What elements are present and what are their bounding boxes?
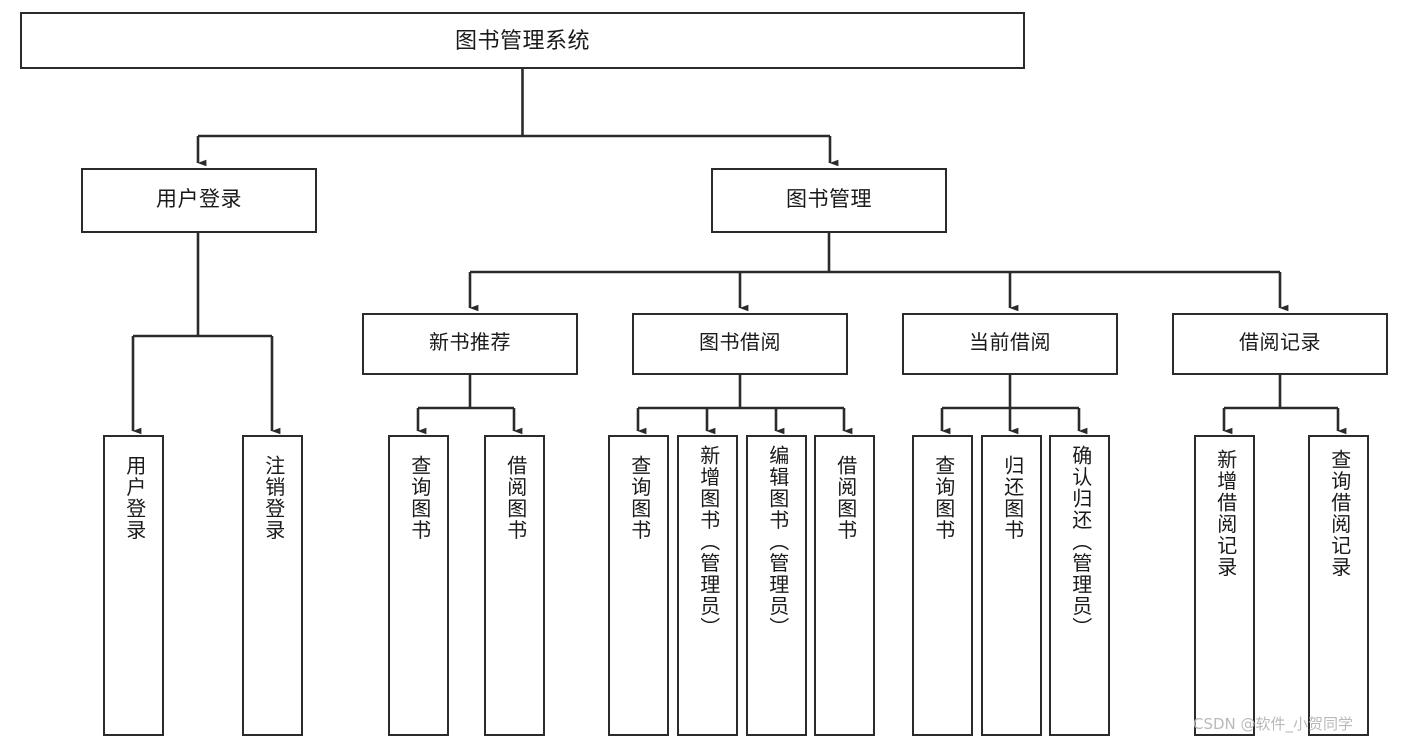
node-leaf-add-book[interactable]: 新增图书（管理员） bbox=[677, 435, 738, 736]
node-new-book-recommend[interactable]: 新书推荐 bbox=[362, 313, 578, 375]
node-leaf-query-book-3-label: 查询图书 bbox=[931, 455, 954, 541]
node-leaf-return-book-label: 归还图书 bbox=[1000, 455, 1023, 541]
node-leaf-add-book-label: 新增图书（管理员） bbox=[696, 445, 719, 639]
node-leaf-borrow-book-1-label: 借阅图书 bbox=[503, 455, 526, 541]
node-user-login-label: 用户登录 bbox=[156, 188, 242, 212]
node-leaf-query-book-1-label: 查询图书 bbox=[407, 455, 430, 541]
node-book-manage-label: 图书管理 bbox=[786, 188, 872, 212]
node-leaf-logout-login-label: 注销登录 bbox=[261, 455, 284, 541]
node-leaf-borrow-book-2[interactable]: 借阅图书 bbox=[814, 435, 875, 736]
node-root[interactable]: 图书管理系统 bbox=[20, 12, 1025, 69]
node-leaf-edit-book-label: 编辑图书（管理员） bbox=[765, 445, 788, 639]
node-root-label: 图书管理系统 bbox=[454, 27, 590, 53]
node-leaf-return-book[interactable]: 归还图书 bbox=[981, 435, 1042, 736]
node-leaf-user-login-label: 用户登录 bbox=[122, 455, 145, 541]
node-leaf-query-book-2-label: 查询图书 bbox=[627, 455, 650, 541]
node-user-login[interactable]: 用户登录 bbox=[81, 168, 317, 233]
node-leaf-query-record[interactable]: 查询借阅记录 bbox=[1308, 435, 1369, 736]
node-new-book-recommend-label: 新书推荐 bbox=[429, 332, 511, 355]
node-current-borrow[interactable]: 当前借阅 bbox=[902, 313, 1118, 375]
node-leaf-query-record-label: 查询借阅记录 bbox=[1327, 449, 1350, 578]
node-leaf-query-book-3[interactable]: 查询图书 bbox=[912, 435, 973, 736]
node-borrow-record-label: 借阅记录 bbox=[1239, 332, 1321, 355]
node-leaf-edit-book[interactable]: 编辑图书（管理员） bbox=[746, 435, 807, 736]
node-leaf-borrow-book-1[interactable]: 借阅图书 bbox=[484, 435, 545, 736]
node-leaf-confirm-return[interactable]: 确认归还（管理员） bbox=[1049, 435, 1110, 736]
node-borrow-record[interactable]: 借阅记录 bbox=[1172, 313, 1388, 375]
node-book-borrow[interactable]: 图书借阅 bbox=[632, 313, 848, 375]
node-leaf-logout-login[interactable]: 注销登录 bbox=[242, 435, 303, 736]
node-current-borrow-label: 当前借阅 bbox=[969, 332, 1051, 355]
node-leaf-query-book-2[interactable]: 查询图书 bbox=[608, 435, 669, 736]
node-leaf-user-login[interactable]: 用户登录 bbox=[103, 435, 164, 736]
node-leaf-add-record[interactable]: 新增借阅记录 bbox=[1194, 435, 1255, 736]
node-leaf-borrow-book-2-label: 借阅图书 bbox=[833, 455, 856, 541]
node-leaf-add-record-label: 新增借阅记录 bbox=[1213, 449, 1236, 578]
node-book-borrow-label: 图书借阅 bbox=[699, 332, 781, 355]
node-book-manage[interactable]: 图书管理 bbox=[711, 168, 947, 233]
node-leaf-confirm-return-label: 确认归还（管理员） bbox=[1068, 445, 1091, 639]
node-leaf-query-book-1[interactable]: 查询图书 bbox=[388, 435, 449, 736]
